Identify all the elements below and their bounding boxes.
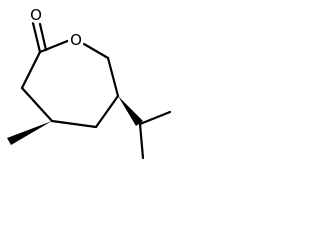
- bond-c3-c4: [20, 86, 54, 123]
- carbonyl-bond-inner: [38, 22, 48, 52]
- isopropyl-wedge-bond: [118, 96, 143, 126]
- bond-c4-c5: [50, 119, 98, 129]
- carbonyl-bond-outer: [31, 21, 42, 54]
- carbonyl-oxygen-label: O: [30, 6, 42, 24]
- bond-c2-c3: [20, 50, 42, 90]
- structure-diagram: O O: [7, 6, 172, 160]
- carbonyl-oxygen-bg: [28, 7, 44, 23]
- bond-c7-o1: [82, 42, 110, 60]
- bond-isopropyl-me1: [138, 110, 172, 126]
- bond-c6-c7: [106, 56, 120, 98]
- ring-oxygen-label: O: [70, 31, 82, 49]
- bond-c5-c6: [94, 94, 120, 129]
- ring-oxygen-bg: [68, 32, 84, 48]
- methyl-wedge-bond: [7, 121, 52, 145]
- bond-isopropyl-me2: [138, 122, 145, 160]
